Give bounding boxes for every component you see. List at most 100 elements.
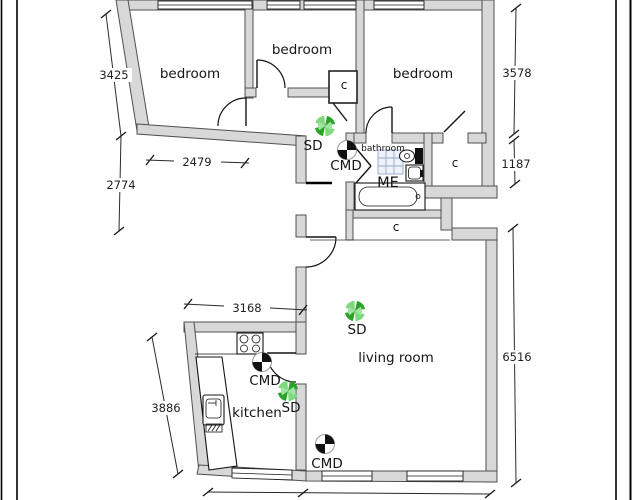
dim-closet-right: 1187 [501, 157, 530, 171]
wall-bedroom-middle-bottom [244, 87, 257, 98]
wall-step-lower [451, 227, 498, 241]
dim-tick [202, 487, 214, 497]
wall-bedroom-middle-bottom [287, 87, 332, 98]
room-label-living-room: living room [358, 350, 434, 366]
window [406, 470, 464, 482]
dim-tick [484, 489, 496, 499]
wall-living-right [485, 239, 498, 483]
dim-tick [183, 298, 193, 310]
dim-tick [297, 488, 309, 498]
dim-tick [298, 304, 308, 316]
window [231, 467, 293, 481]
dim-line [183, 303, 225, 307]
dim-tick [509, 179, 521, 189]
wall-right-upper [481, 0, 495, 187]
co-detector-icon [252, 352, 272, 372]
dim-tick [172, 469, 184, 479]
wall-bedroom1-2-divider [244, 0, 254, 99]
closet-label-bedroom: c [452, 156, 459, 170]
door-hall-living [305, 236, 337, 268]
cmd-label: CMD [311, 456, 342, 472]
smoke-detector-icon [278, 379, 298, 403]
bathroom-sink [405, 164, 424, 182]
dim-text-bg [499, 158, 534, 171]
dim-tick [510, 3, 522, 13]
wall-bedroom-left-slanted [115, 0, 150, 132]
sd-label: SD [304, 138, 323, 154]
cmd-label: CMD [330, 158, 361, 174]
sd-label: SD [348, 322, 367, 338]
wall-step-vertical [440, 197, 453, 231]
hall-closet [328, 70, 358, 122]
wall-kitchen-living-divider [295, 321, 307, 355]
dim-court-height: 2774 [106, 178, 135, 192]
smoke-detector-icon [345, 299, 365, 323]
toilet-cistern [415, 148, 423, 164]
wall-spine [295, 214, 307, 238]
door-bathroom [354, 146, 372, 185]
meter-label: ME [377, 175, 399, 191]
hall-closet-door-leaf [332, 102, 348, 122]
stove [236, 332, 264, 355]
dim-tick [507, 223, 519, 233]
door-bedroom-closet-leaf [443, 110, 466, 133]
dim-tick [510, 478, 522, 488]
wall-step-upper [423, 185, 498, 199]
dim-line [269, 307, 308, 311]
dim-kitchen-top: 3168 [232, 301, 261, 315]
dim-tick [508, 135, 520, 145]
windows [157, 0, 464, 482]
room-label-kitchen: kitchen [232, 405, 282, 421]
closet-label-living: c [393, 220, 400, 234]
room-label-bedroom-left: bedroom [160, 66, 220, 82]
dim-tick [113, 226, 125, 236]
dim-text-bg [498, 66, 535, 80]
dim-bedroom-right-wall: 3578 [502, 66, 531, 80]
door-bedroom-left [217, 97, 247, 127]
window [266, 0, 301, 10]
smoke-detector-icon [315, 114, 335, 138]
wall-kitchen-top [183, 321, 297, 333]
window [303, 0, 357, 10]
toilet [398, 148, 423, 164]
wall-bathroom-right [423, 132, 433, 187]
room-label-bedroom-middle: bedroom [272, 42, 332, 58]
shower-tray [377, 149, 404, 175]
dim-line [207, 491, 491, 495]
dim-kitchen-left-wall: 3886 [151, 401, 180, 415]
room-label-bathroom: bathroom [361, 144, 405, 154]
dim-text-bg [498, 350, 535, 364]
dim-living-right-wall: 6516 [502, 350, 531, 364]
dim-text-bg [96, 68, 132, 82]
bathtub [354, 182, 426, 211]
window [321, 470, 373, 482]
kitchen-sink [202, 394, 225, 433]
wall-bedroom2-3-divider [355, 0, 365, 134]
dim-tick [240, 157, 250, 169]
dim-tick [508, 129, 520, 139]
dim-court-width: 2479 [182, 155, 211, 169]
door-bedroom-middle [256, 59, 286, 89]
hall-closet-box [328, 70, 358, 104]
wall-bathroom-left [345, 181, 355, 211]
closet-label-hall: c [341, 78, 348, 92]
sd-label: SD [282, 400, 301, 416]
wall-bedroom-left-bottom [136, 123, 307, 147]
wall-bathroom-top [391, 132, 444, 144]
dim-tick [100, 9, 112, 19]
room-label-bedroom-right: bedroom [393, 66, 453, 82]
wall-spine [295, 135, 307, 184]
dim-text-bg [147, 401, 184, 415]
wall-kitchen-living-divider [295, 383, 307, 471]
dim-text-bg [103, 178, 139, 192]
dim-bedroom-left-wall: 3425 [99, 68, 128, 82]
wall-spine [295, 266, 307, 323]
window [373, 0, 425, 10]
dimensions: 3425 2774 2479 3168 3886 3578 1 [96, 3, 535, 499]
labels: bedroom bedroom bedroom bathroom kitchen… [160, 42, 458, 472]
dim-tick [145, 154, 155, 166]
wall-living-nook-left [345, 209, 354, 241]
